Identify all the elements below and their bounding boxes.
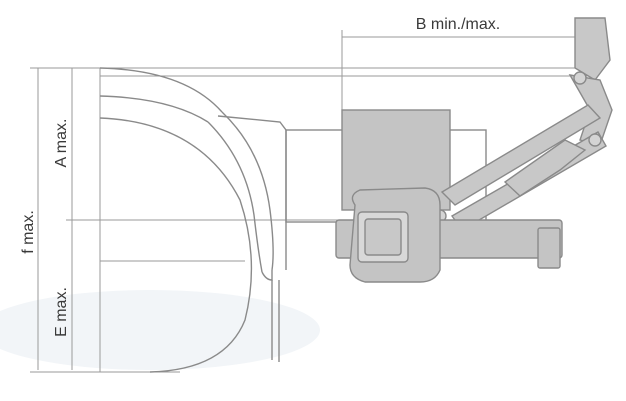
- joint-top: [573, 71, 587, 85]
- label-e-max: E max.: [53, 287, 70, 337]
- floor-shadow: [0, 290, 320, 370]
- tube-end-cap: [537, 227, 561, 269]
- fender-inner: [207, 121, 263, 273]
- fender-tip: [261, 270, 273, 281]
- roof-curve: [99, 67, 223, 113]
- dimension-lines: [30, 30, 590, 373]
- joint-middle: [588, 133, 602, 147]
- roof-inner-curve: [99, 95, 209, 123]
- top-bracket: [574, 17, 611, 81]
- mirror-arm-edge: [217, 115, 287, 270]
- label-b-min-max: B min./max.: [416, 16, 500, 33]
- head-lens: [364, 218, 402, 256]
- fender-outer: [221, 111, 274, 271]
- head-unit: [335, 187, 563, 283]
- body-inner-arc: [99, 117, 253, 373]
- upper-link: [440, 104, 602, 206]
- label-f-max: f max.: [20, 210, 37, 254]
- articulated-arm: [440, 17, 613, 231]
- cylinder: [503, 139, 587, 197]
- label-a-max: A max.: [53, 119, 70, 168]
